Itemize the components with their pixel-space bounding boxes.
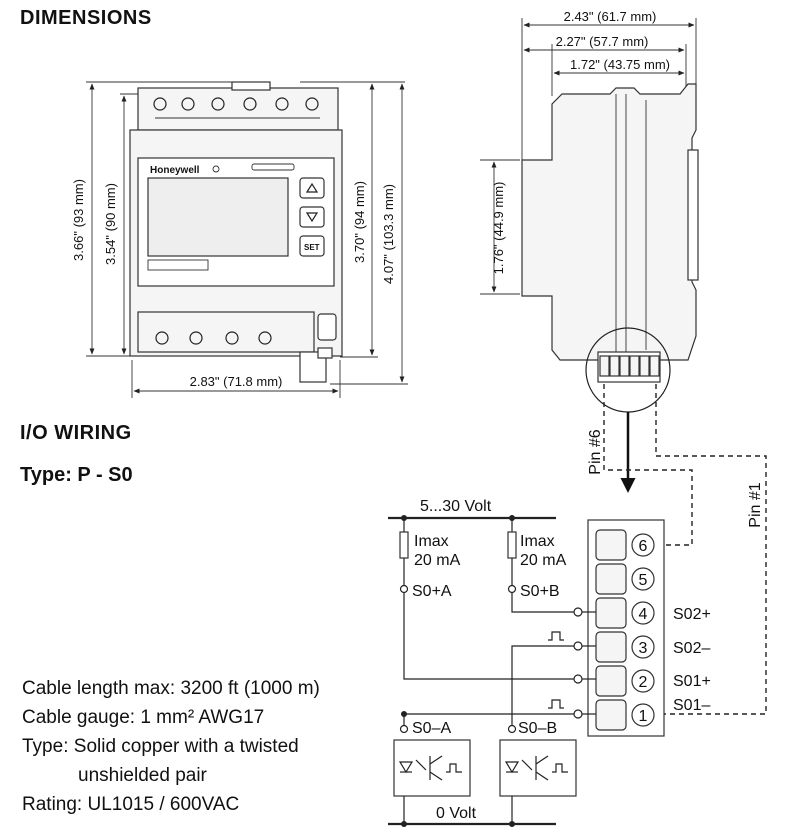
rating-label: Rating: [22, 794, 83, 815]
brand-label: Honeywell [150, 165, 200, 176]
type-heading: Type: P - S0 [20, 464, 133, 486]
terminal-label-3: S02– [673, 640, 710, 657]
set-label: SET [304, 243, 320, 252]
rating-value: UL1015 / 600VAC [87, 794, 240, 815]
dim-width: 2.83" (71.8 mm) [190, 374, 283, 389]
dimensions-heading: DIMENSIONS [20, 7, 152, 29]
dim-height-inner: 3.54" (90 mm) [103, 183, 118, 265]
dim-height-right: 3.70" (94 mm) [352, 181, 367, 263]
side-view: 2.43" (61.7 mm) 2.27" (57.7 mm) 1.72" (4… [480, 9, 767, 715]
pulse-icon [548, 631, 564, 641]
cable-gauge-row: Cable gauge: 1 mm² AWG17 [22, 703, 320, 732]
wiring-schematic: 5...30 Volt Imax 20 mA S0+A Imax 20 mA S… [388, 498, 711, 827]
cable-type-label: Type: [22, 736, 69, 757]
terminal-number: 6 [639, 538, 648, 555]
s0-plus-b-label: S0+B [520, 583, 560, 600]
terminal-label-1: S01– [673, 697, 710, 714]
up-button [299, 177, 325, 199]
pin6-label: Pin #6 [587, 429, 604, 474]
zero-volt-label: 0 Volt [436, 805, 477, 822]
resistor-a [399, 531, 409, 559]
down-arrow-icon [305, 212, 319, 223]
rating-row: Rating: UL1015 / 600VAC [22, 790, 320, 819]
optocoupler-a [393, 739, 471, 797]
cable-notes: Cable length max: 3200 ft (1000 m) Cable… [22, 674, 320, 819]
cable-type-value: Solid copper with a twisted [73, 736, 299, 757]
terminal-2 [631, 669, 655, 693]
cable-length-value: 3200 ft (1000 m) [180, 678, 320, 699]
optocoupler-b [499, 739, 577, 797]
s0-minus-a-label: S0–A [412, 720, 451, 737]
terminal-number: 2 [639, 674, 648, 691]
terminal-3 [631, 635, 655, 659]
terminal-label-2: S01+ [673, 673, 711, 690]
dim-depth-small: 1.72" (43.75 mm) [570, 57, 670, 72]
cable-length-label: Cable length max: [22, 678, 176, 699]
imax-b-line1: Imax [520, 533, 555, 550]
lcd-display [147, 177, 289, 257]
dim-height-outer: 3.66" (93 mm) [71, 179, 86, 261]
terminal-number: 3 [639, 640, 648, 657]
cable-type-value-2: unshielded pair [78, 765, 207, 786]
dim-depth-mid: 2.27" (57.7 mm) [556, 34, 649, 49]
s0-minus-b-label: S0–B [518, 720, 557, 737]
set-button [299, 235, 325, 257]
supply-label: 5...30 Volt [420, 498, 492, 515]
imax-a-line1: Imax [414, 533, 449, 550]
s0-plus-a-label: S0+A [412, 583, 452, 600]
cable-gauge-label: Cable gauge: [22, 707, 136, 728]
cable-type-row: Type: Solid copper with a twisted [22, 732, 320, 761]
terminal-6 [631, 533, 655, 557]
pin1-label: Pin #1 [747, 482, 764, 527]
dim-height-total: 4.07" (103.3 mm) [381, 184, 396, 284]
terminal-5 [631, 567, 655, 591]
terminal-4 [631, 601, 655, 625]
terminal-number: 5 [639, 572, 648, 589]
resistor-b [507, 531, 517, 559]
down-button [299, 206, 325, 228]
cable-type-row-2: unshielded pair [22, 761, 320, 790]
terminal-label-4: S02+ [673, 606, 711, 623]
dim-side-height: 1.76" (44.9 mm) [491, 182, 506, 275]
imax-a-line2: 20 mA [414, 552, 461, 569]
dim-depth-total: 2.43" (61.7 mm) [564, 9, 657, 24]
terminal-number: 4 [639, 606, 648, 623]
cable-gauge-value: 1 mm² AWG17 [140, 707, 265, 728]
up-arrow-icon [305, 182, 319, 193]
terminal-1 [631, 703, 655, 727]
imax-b-line2: 20 mA [520, 552, 567, 569]
front-view: Honeywell SET 3.66" (93 mm) 3.54" (90 mm… [71, 81, 408, 398]
io-wiring-heading: I/O WIRING [20, 422, 132, 444]
pulse-icon [548, 699, 564, 709]
cable-length-row: Cable length max: 3200 ft (1000 m) [22, 674, 320, 703]
terminal-number: 1 [639, 708, 648, 725]
